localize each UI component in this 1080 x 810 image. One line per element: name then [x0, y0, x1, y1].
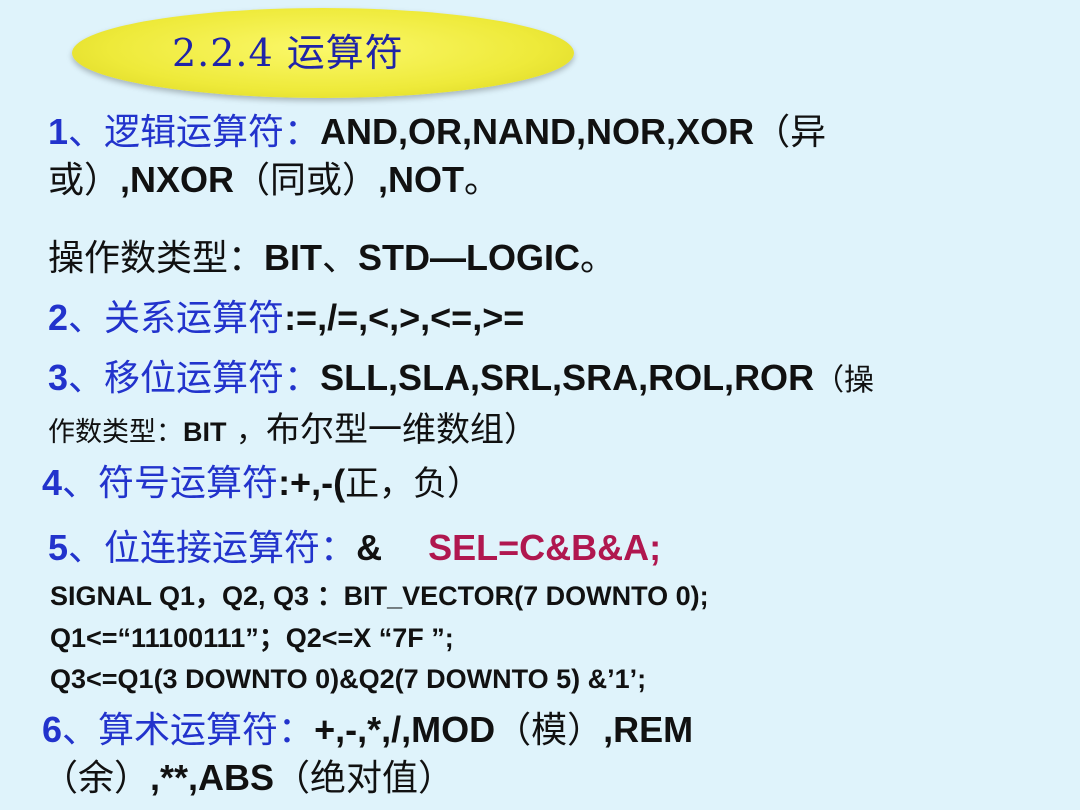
logical-operators-line2: 或）,NXOR（同或）,NOT。: [48, 159, 501, 201]
arith-operators-line1: 6、算术运算符：+,-,*,/,MOD（模）,REM: [42, 709, 694, 751]
code-line-2: Q1<=“11100111”；Q2<=X “7F ”;: [50, 623, 454, 653]
shift-operators-line2: 作数类型：BIT ，布尔型一维数组）: [48, 410, 539, 450]
title-ellipse: [72, 8, 574, 98]
arith-operators-line2: （余）,**,ABS（绝对值）: [42, 757, 455, 799]
relational-operators-line: 2、关系运算符:=,/=,<,>,<=,>=: [48, 297, 525, 339]
code-line-3: Q3<=Q1(3 DOWNTO 0)&Q2(7 DOWNTO 5) &’1’;: [50, 664, 647, 694]
concat-operators-line: 5、位连接运算符：&SEL=C&B&A;: [48, 527, 662, 569]
logical-operators-line1: 1、逻辑运算符：AND,OR,NAND,NOR,XOR（异: [48, 111, 827, 153]
operand-types-line: 操作数类型：BIT、STD—LOGIC。: [48, 237, 617, 279]
code-line-1: SIGNAL Q1，Q2, Q3 ：BIT_VECTOR(7 DOWNTO 0)…: [50, 581, 709, 611]
concat-example: SEL=C&B&A;: [428, 527, 662, 568]
slide-title: 2.2.4 运算符: [172, 31, 404, 75]
shift-operators-line1: 3、移位运算符：SLL,SLA,SRL,SRA,ROL,ROR（操: [48, 357, 875, 399]
sign-operators-line: 4、符号运算符:+,-(正，负）: [42, 462, 482, 504]
